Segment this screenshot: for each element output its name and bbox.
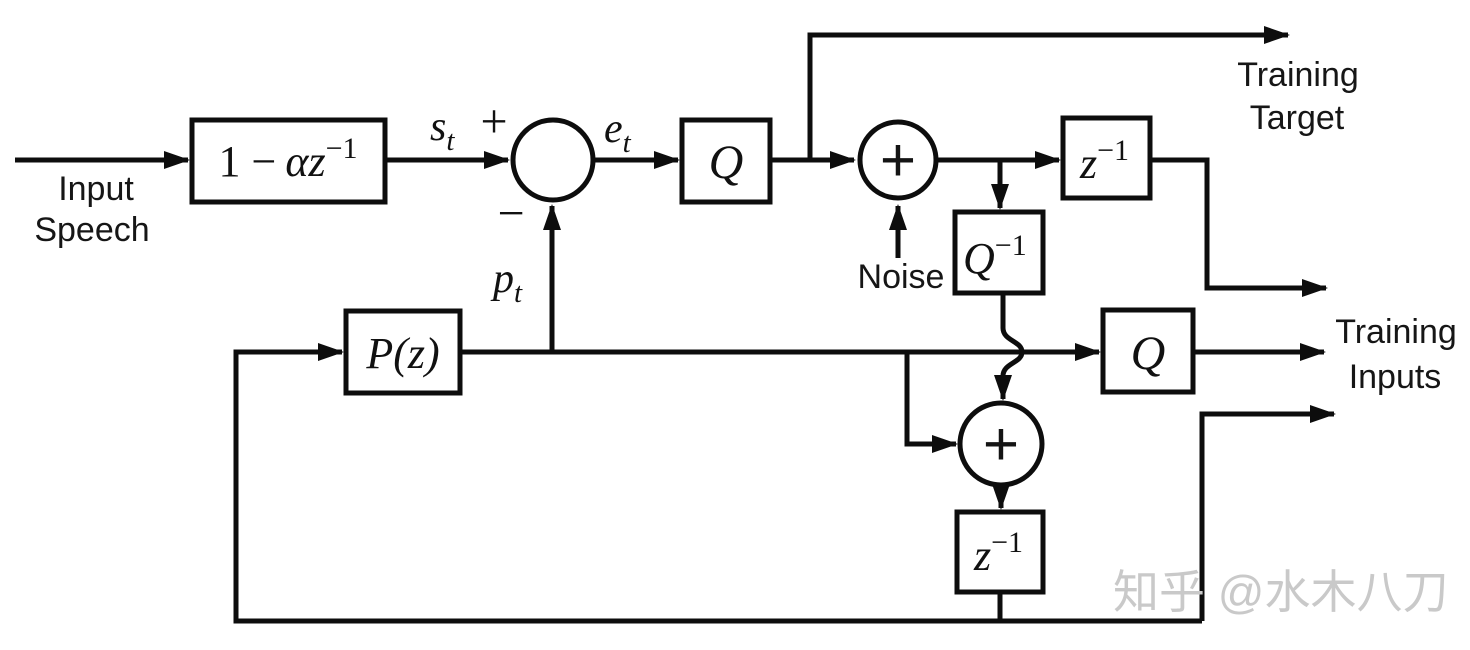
block-quantizer-top [679, 117, 773, 205]
delay-top-label: z−1 [1079, 134, 1129, 188]
training-target-label-line1: Training [1237, 56, 1359, 94]
block-preemphasis [189, 117, 388, 205]
training-inputs-label-line2: Inputs [1349, 358, 1442, 396]
quantizer-bottom-label: Q [1131, 327, 1166, 380]
delay-bottom-label: z−1 [973, 526, 1023, 580]
wire-delay-top-output [1150, 157, 1328, 297]
wire-branch-to-bottom-adder [904, 352, 958, 453]
noise-adder-node [857, 119, 939, 201]
wire-branch-to-training-target [807, 26, 1290, 160]
noise-adder-plus-glyph: + [880, 126, 916, 195]
subtractor-node [510, 117, 596, 203]
input-speech-label-line1: Input [58, 170, 134, 208]
block-delay-bottom [954, 509, 1046, 595]
signal-st-label: st [430, 104, 455, 157]
block-predictor [343, 308, 463, 396]
bottom-adder-plus-glyph: + [983, 410, 1019, 479]
preemphasis-label: 1 −αz−1 [219, 132, 358, 186]
minus-sign-label: − [497, 187, 524, 240]
predictor-label: P(z) [365, 329, 439, 378]
signal-pt-label: pt [490, 256, 523, 309]
noise-label: Noise [858, 258, 945, 296]
quantizer-top-label: Q [709, 136, 744, 189]
signal-et-label: et [604, 106, 632, 159]
bottom-adder-node [957, 400, 1045, 488]
block-delay-top [1060, 115, 1153, 201]
block-quantizer-bottom [1100, 307, 1196, 395]
input-speech-label-line2: Speech [34, 211, 149, 249]
wire-inverse-quantizer-to-bottom-adder [994, 293, 1025, 401]
zhihu-watermark: 知乎 @水木八刀 [1113, 566, 1448, 618]
training-target-label-line2: Target [1250, 99, 1345, 137]
plus-sign-label: + [480, 95, 507, 148]
training-inputs-label-line1: Training [1335, 313, 1457, 351]
wire-feedback-to-training-inputs [1199, 405, 1336, 621]
wire-feedback-to-predictor [233, 343, 1202, 624]
inverse-quantizer-label: Q−1 [963, 229, 1027, 283]
block-inverse-quantizer [952, 209, 1046, 296]
